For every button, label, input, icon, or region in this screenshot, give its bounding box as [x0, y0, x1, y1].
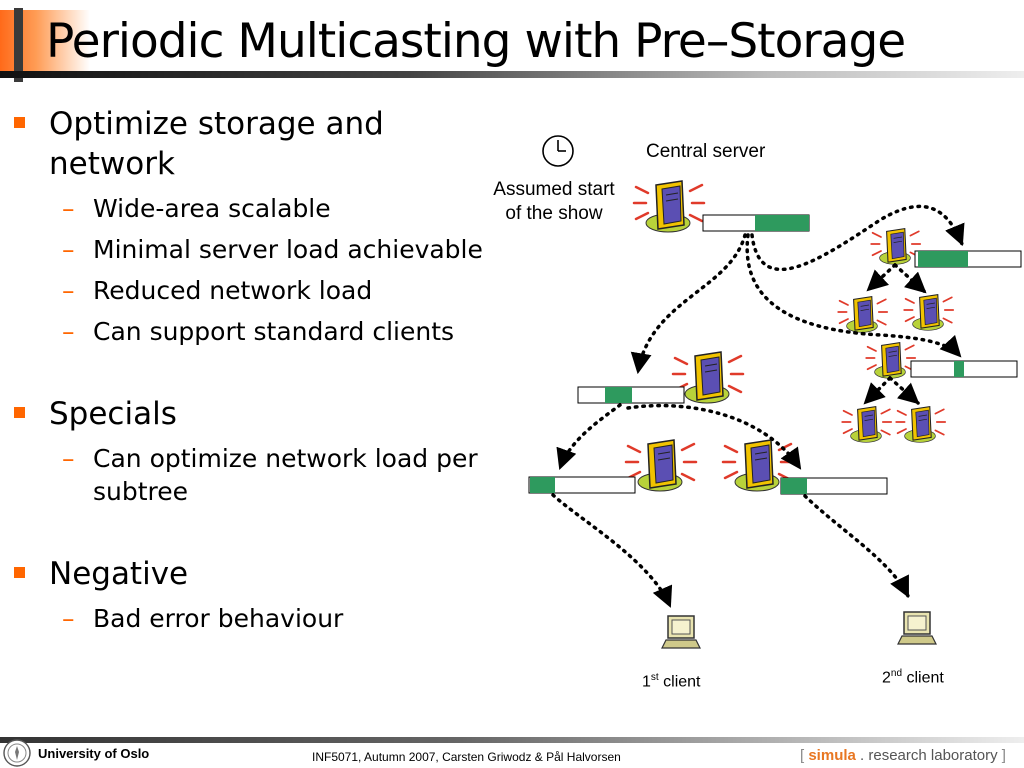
server-tower-icon — [903, 293, 955, 332]
computer-monitor-icon — [661, 615, 701, 649]
server-tower-icon — [837, 295, 889, 334]
bullet-marker — [14, 567, 25, 578]
sub-bullet-text: Minimal server load achievable — [93, 235, 483, 264]
central-server-icon — [632, 179, 706, 234]
client2-word: client — [902, 669, 944, 687]
simula-bracket-open: [ — [800, 747, 809, 764]
assumed-start-label: Assumed start of the show — [478, 178, 630, 226]
central-server-label: Central server — [646, 141, 766, 162]
simula-name: simula — [808, 747, 856, 764]
dotted-arrow — [745, 233, 962, 358]
dotted-arrow — [556, 403, 622, 470]
server-tower-icon — [841, 405, 893, 444]
sub-bullet-text: Bad error behaviour — [93, 604, 344, 633]
sub-bullet: –Can optimize network load per subtree — [12, 442, 502, 508]
buffer-bar — [910, 360, 1018, 378]
dotted-arrow — [630, 233, 747, 375]
assumed-start-line2: of the show — [505, 203, 603, 224]
sub-bullet: –Bad error behaviour — [12, 602, 502, 635]
sub-bullet-text: Can support standard clients — [93, 317, 455, 346]
dash-marker: – — [62, 276, 75, 305]
sub-bullet-text: Wide-area scalable — [93, 194, 331, 223]
client1-num: 1 — [642, 673, 651, 691]
computer-monitor-icon — [897, 611, 937, 645]
assumed-start-line1: Assumed start — [493, 179, 615, 200]
sub-bullet: –Minimal server load achievable — [12, 233, 502, 266]
bullet-negative: Negative — [12, 554, 502, 594]
client2-num: 2 — [882, 669, 891, 687]
dotted-arrow — [750, 204, 965, 272]
bullet-text: Specials — [49, 396, 177, 432]
sub-bullet: –Reduced network load — [12, 274, 502, 307]
dotted-arrow — [888, 376, 920, 405]
bullet-list: Optimize storage and network –Wide-area … — [12, 104, 502, 635]
simula-bracket-close: ] — [1001, 747, 1006, 764]
buffer-bar — [577, 386, 685, 404]
dash-marker: – — [62, 194, 75, 223]
dash-marker: – — [62, 235, 75, 264]
dotted-arrow — [803, 494, 910, 598]
simula-rest: . research laboratory — [855, 747, 1002, 764]
slide-title: Periodic Multicasting with Pre–Storage — [46, 14, 906, 69]
bullet-specials: Specials — [12, 394, 502, 434]
buffer-bar — [528, 476, 636, 494]
dotted-arrow — [866, 263, 897, 292]
title-bar — [14, 8, 23, 82]
dash-marker: – — [62, 604, 75, 633]
university-name: University of Oslo — [38, 746, 150, 761]
sub-bullet-text: Reduced network load — [93, 276, 373, 305]
bullet-text: Negative — [49, 556, 189, 592]
client2-label: 2nd client — [882, 664, 944, 688]
sub-bullet: –Can support standard clients — [12, 315, 502, 348]
server-tower-icon — [870, 227, 922, 266]
buffer-bar — [914, 250, 1022, 268]
bullet-marker — [14, 117, 25, 128]
bullet-text: Optimize storage and network — [49, 106, 384, 182]
client1-label: 1st client — [642, 668, 700, 692]
sub-bullet: –Wide-area scalable — [12, 192, 502, 225]
buffer-bar — [780, 477, 888, 495]
server-tower-icon — [865, 341, 917, 380]
bullet-marker — [14, 407, 25, 418]
client1-sup: st — [650, 672, 659, 683]
course-info: INF5071, Autumn 2007, Carsten Griwodz & … — [312, 750, 621, 764]
title-underline — [0, 71, 1024, 78]
dotted-arrow — [626, 403, 802, 470]
dotted-arrow — [893, 263, 927, 294]
dash-marker: – — [62, 444, 75, 473]
simula-logo: [ simula . research laboratory ] — [800, 747, 1006, 764]
server-tower-icon — [895, 405, 947, 444]
buffer-bar — [702, 214, 810, 232]
client2-sup: nd — [890, 668, 903, 679]
bullet-optimize: Optimize storage and network — [12, 104, 502, 184]
dash-marker: – — [62, 317, 75, 346]
dotted-arrow — [863, 376, 892, 405]
sub-bullet-text: Can optimize network load per subtree — [93, 444, 478, 506]
footer-line — [0, 737, 1024, 743]
university-seal-icon — [3, 739, 31, 767]
multicast-diagram — [528, 135, 1022, 649]
client1-word: client — [658, 673, 701, 691]
dotted-arrow — [551, 493, 673, 608]
server-tower-icon — [624, 438, 698, 493]
clock-icon — [542, 135, 574, 167]
